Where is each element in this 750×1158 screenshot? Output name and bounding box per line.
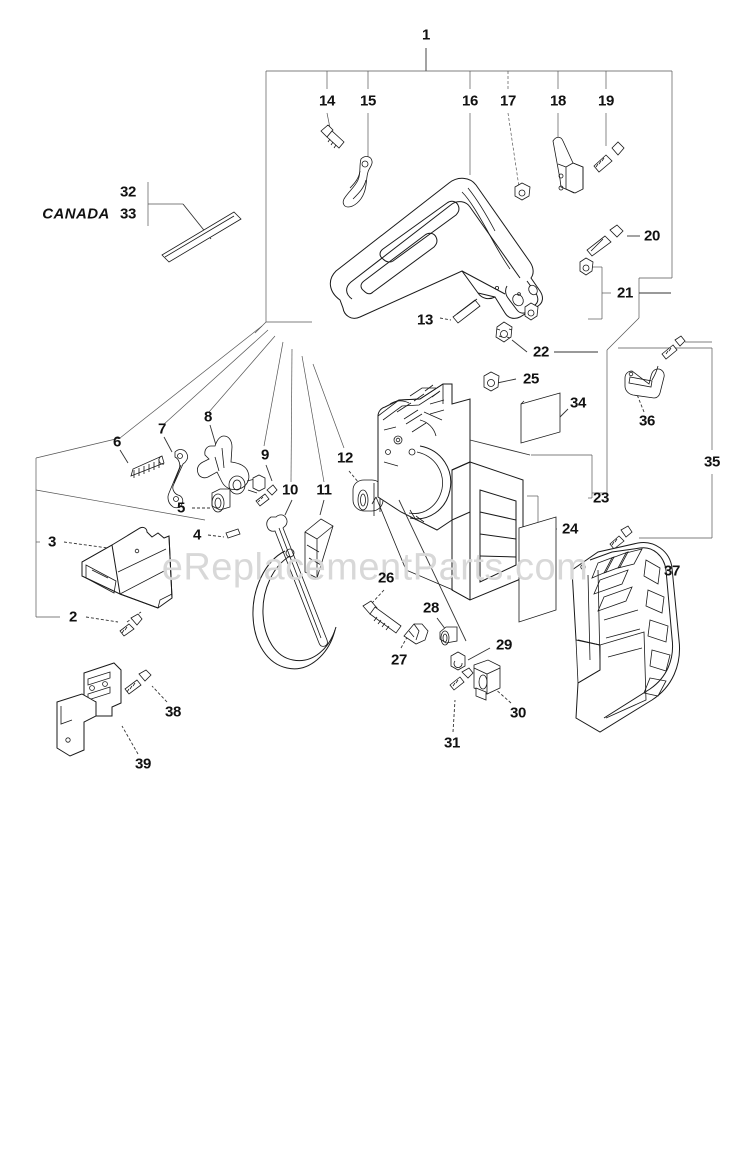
callout-28: 28 (422, 599, 440, 617)
callout-6: 6 (112, 433, 122, 451)
part-3-hand-guard-cover (81, 526, 173, 609)
part-2-screw (119, 611, 143, 637)
callout-18: 18 (549, 92, 567, 110)
part-13-dowel-pin (439, 298, 481, 324)
part-38-screw (124, 669, 168, 703)
callout-9: 9 (260, 446, 270, 464)
callout-36: 36 (638, 412, 656, 430)
part-25-grommet (483, 371, 517, 392)
part-36-throttle-trigger-lever (624, 335, 712, 413)
left-group-bracket (35, 325, 345, 623)
part-27-connector-fitting (400, 623, 429, 649)
callout-5: 5 (176, 499, 186, 517)
part-39-mounting-plate (56, 662, 139, 757)
group-35-bracket (618, 347, 713, 539)
part-15-trigger-lockout-lever (342, 156, 373, 208)
part-17-flange-nut (514, 182, 531, 201)
part-10-brake-band-cable (252, 499, 337, 670)
part-14-bolt (320, 124, 345, 149)
callout-35: 35 (703, 453, 721, 471)
callout-30: 30 (509, 704, 527, 722)
callout-22: 22 (532, 343, 550, 361)
callout-11: 11 (316, 481, 332, 499)
callout-34: 34 (569, 394, 587, 412)
callout-4: 4 (192, 526, 202, 544)
callout-32: 32 (119, 183, 137, 201)
callout-14: 14 (318, 92, 336, 110)
callout-19: 19 (597, 92, 615, 110)
part-5-bushing (192, 488, 231, 513)
callout-23: 23 (592, 489, 610, 507)
callout-13: 13 (416, 311, 434, 329)
callout-25: 25 (522, 370, 540, 388)
callout-38: 38 (164, 703, 182, 721)
part-18-handle-mount-bracket (552, 136, 584, 194)
callout-10: 10 (281, 481, 299, 499)
part-8-brake-lever-cam (196, 424, 266, 495)
part-12-grommet-bushing (348, 470, 384, 516)
part-9-screw (255, 464, 278, 507)
callout-12: 12 (336, 449, 354, 467)
part-4-small-pin (207, 528, 241, 539)
part-22-lock-nut (495, 321, 598, 353)
callout-16: 16 (461, 92, 479, 110)
callout-27: 27 (390, 651, 408, 669)
callout-1: 1 (421, 26, 431, 44)
part-24-gasket-plate (518, 495, 557, 623)
part-28-spacer-sleeve (398, 499, 467, 646)
callout-20: 20 (643, 227, 661, 245)
part-29-c-washer (450, 647, 491, 671)
callout-8: 8 (203, 408, 213, 426)
callout-24: 24 (561, 520, 579, 538)
callout-31: 31 (443, 734, 461, 752)
bracket-group-1 (254, 48, 673, 493)
part-26-long-bolt (362, 589, 402, 634)
part-30-clip-bracket (473, 659, 512, 704)
callout-33: 33 (119, 205, 137, 223)
part-32-33-decals (147, 182, 242, 263)
top-callout-leaders (326, 71, 607, 188)
country-label-canada: CANADA (42, 205, 110, 223)
part-6-brake-spring (119, 449, 165, 478)
part-19-bolt (593, 141, 625, 173)
callout-3: 3 (47, 533, 57, 551)
callout-17: 17 (499, 92, 517, 110)
part-21-flange-nut (524, 257, 671, 321)
part-16-handle-bar-frame (329, 177, 543, 319)
part-20-flange-bolt (586, 224, 640, 257)
part-23-chain-brake-body (371, 383, 607, 601)
part-7-brake-link (163, 436, 189, 509)
callout-15: 15 (359, 92, 377, 110)
callout-21: 21 (616, 284, 634, 302)
part-31-small-screw (449, 667, 474, 733)
callout-2: 2 (68, 608, 78, 626)
part-37-rear-handle-cover (571, 525, 681, 733)
part-34-insulation-plate (520, 392, 569, 444)
callout-29: 29 (495, 636, 513, 654)
part-11-rubber-pad (304, 499, 334, 579)
callout-26: 26 (377, 569, 395, 587)
callout-37: 37 (663, 562, 681, 580)
callout-39: 39 (134, 755, 152, 773)
callout-7: 7 (157, 420, 167, 438)
